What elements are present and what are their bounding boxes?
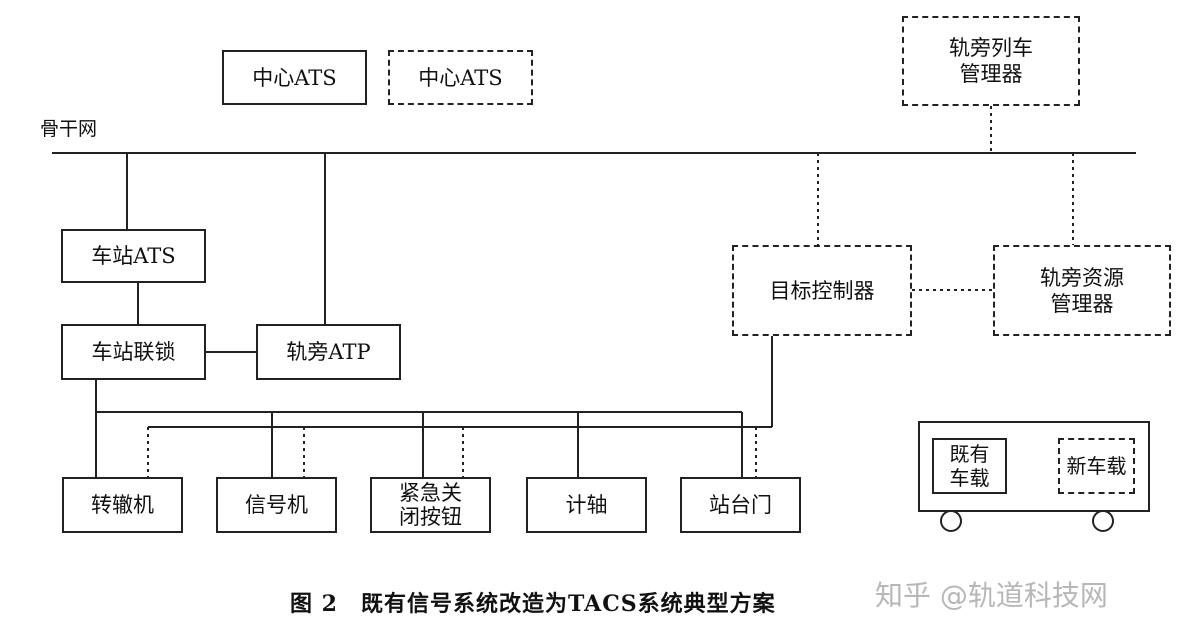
trackside-atp-box: 轨旁ATP xyxy=(256,324,401,380)
switch-machine-box: 转辙机 xyxy=(62,477,183,533)
vehicle-wheel-right xyxy=(1092,510,1114,532)
vehicle-wheel-left xyxy=(940,510,962,532)
emergency-button-box: 紧急关 闭按钮 xyxy=(370,477,491,533)
center-ats-new-box: 中心ATS xyxy=(388,50,533,105)
station-interlock-box: 车站联锁 xyxy=(61,324,206,380)
axle-counter-box: 计轴 xyxy=(526,477,647,533)
trackside-resource-manager-box: 轨旁资源 管理器 xyxy=(993,245,1171,336)
figure-caption: 图 2 既有信号系统改造为TACS系统典型方案 xyxy=(290,591,776,617)
watermark: 知乎 @轨道科技网 xyxy=(875,579,1108,612)
station-ats-box: 车站ATS xyxy=(61,229,206,283)
trackside-train-manager-box: 轨旁列车 管理器 xyxy=(902,16,1080,106)
platform-door-box: 站台门 xyxy=(680,477,801,533)
center-ats-box: 中心ATS xyxy=(222,50,367,105)
new-onboard-box: 新车载 xyxy=(1058,438,1135,494)
existing-onboard-box: 既有 车载 xyxy=(932,438,1007,494)
target-controller-box: 目标控制器 xyxy=(732,245,912,336)
backbone-label: 骨干网 xyxy=(40,118,98,140)
signal-box: 信号机 xyxy=(216,477,337,533)
